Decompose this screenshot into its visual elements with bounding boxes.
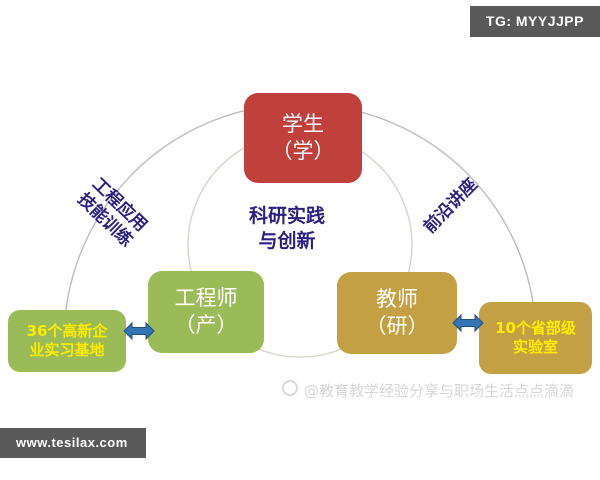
- role-box-engineer[interactable]: 工程师 （产）: [148, 271, 264, 353]
- endpoint-internship-line2: 业实习基地: [29, 341, 105, 359]
- role-student-name: 学生: [282, 112, 324, 137]
- role-teacher-tag: （研）: [365, 314, 429, 338]
- role-teacher-name: 教师: [376, 287, 418, 312]
- double-arrow-right-icon: [452, 313, 484, 333]
- watermark-text: @教育教学经验分享与职场生活点点滴滴: [304, 382, 575, 400]
- endpoint-provincial-labs[interactable]: 10个省部级 实验室: [479, 302, 592, 374]
- role-box-student[interactable]: 学生 （学）: [244, 93, 362, 183]
- center-label-line1: 科研实践: [249, 205, 326, 227]
- watermark-logo-icon: [282, 380, 298, 396]
- endpoint-lab-line1: 10个省部级: [495, 318, 576, 337]
- role-box-teacher[interactable]: 教师 （研）: [337, 272, 457, 354]
- role-engineer-name: 工程师: [174, 286, 238, 311]
- tg-badge: TG: MYYJJPP: [469, 6, 600, 37]
- site-badge: www.tesilax.com: [0, 428, 146, 458]
- endpoint-lab-line2: 实验室: [512, 338, 558, 356]
- center-label: 科研实践 与创新: [249, 204, 325, 254]
- center-label-line2: 与创新: [258, 230, 316, 253]
- double-arrow-left-icon: [123, 321, 155, 341]
- endpoint-internship-bases[interactable]: 36个高新企 业实习基地: [8, 310, 126, 372]
- role-student-tag: （学）: [271, 139, 335, 163]
- endpoint-internship-line1: 36个高新企: [26, 321, 108, 340]
- role-engineer-tag: （产）: [174, 313, 238, 337]
